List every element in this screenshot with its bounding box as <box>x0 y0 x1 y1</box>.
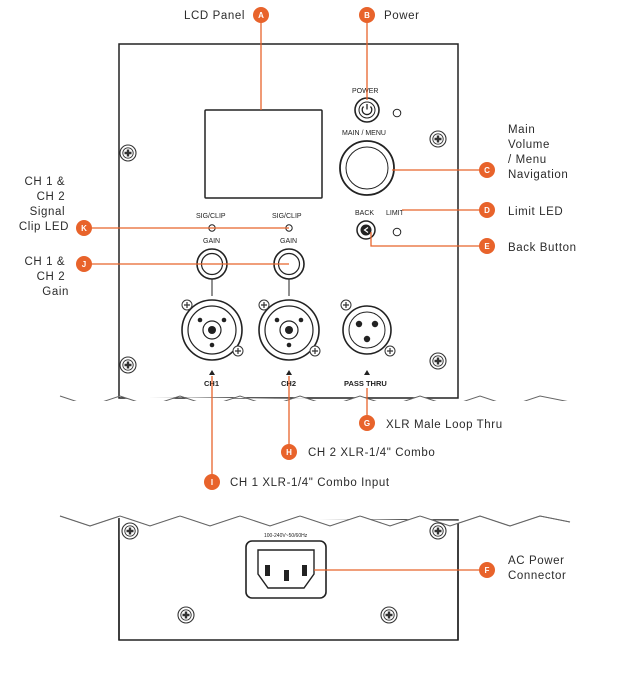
limit-label: LIMIT <box>386 210 405 217</box>
ch1-triangle-icon <box>209 370 215 375</box>
sig-clip-label-ch1: SIG/CLIP <box>196 213 226 220</box>
svg-text:G: G <box>364 419 370 428</box>
jack-screw-icon <box>181 299 193 311</box>
svg-text:E: E <box>484 242 490 251</box>
callout-badge-j: J <box>76 256 92 272</box>
combo-jack-ch1[interactable] <box>181 299 243 361</box>
mounting-screw-icon <box>121 522 139 540</box>
gain-label-ch1: GAIN <box>203 238 220 245</box>
mounting-screw-icon <box>177 606 195 624</box>
ac-power-connector[interactable] <box>245 540 327 599</box>
callout-badge-c: C <box>479 162 495 178</box>
callout-badge-b: B <box>359 7 375 23</box>
mounting-screw-icon <box>119 356 137 374</box>
jack-screw-icon <box>340 299 352 311</box>
svg-text:K: K <box>81 224 87 233</box>
callout-text-back-button: Back Button <box>508 242 577 254</box>
mounting-screw-icon <box>429 130 447 148</box>
main-volume-knob[interactable] <box>339 140 395 196</box>
lcd-panel <box>204 109 323 199</box>
power-button[interactable] <box>354 97 380 123</box>
power-icon <box>361 106 373 116</box>
mounting-screw-icon <box>429 352 447 370</box>
power-label: POWER <box>352 88 378 95</box>
callout-badge-i: I <box>204 474 220 490</box>
callout-text-ac-power: AC Power Connector <box>508 555 568 582</box>
limit-led <box>392 227 402 237</box>
callout-lines <box>84 15 487 571</box>
callout-badge-k: K <box>76 220 92 236</box>
back-arrow-icon <box>363 227 369 233</box>
status-led <box>392 108 402 118</box>
main-menu-label: MAIN / MENU <box>342 130 386 137</box>
svg-text:F: F <box>485 566 490 575</box>
mounting-screw-icon <box>380 606 398 624</box>
callout-badge-e: E <box>479 238 495 254</box>
callout-text-lcd-panel: LCD Panel <box>184 10 245 22</box>
svg-text:J: J <box>82 260 86 269</box>
jack-screw-icon <box>258 299 270 311</box>
pass-thru-label: PASS THRU <box>344 379 387 388</box>
svg-text:H: H <box>286 448 292 457</box>
callout-text-gain: CH 1 & CH 2 Gain <box>25 256 69 298</box>
callout-badge-h: H <box>281 444 297 460</box>
callout-badge-g: G <box>359 415 375 431</box>
callout-text-ch2-combo: CH 2 XLR-1/4" Combo <box>308 447 435 459</box>
pass-thru-triangle-icon <box>364 370 370 375</box>
jack-screw-icon <box>232 345 244 357</box>
svg-text:I: I <box>211 478 213 487</box>
svg-text:C: C <box>484 166 490 175</box>
callout-text-main-volume: Main Volume / Menu Navigation <box>508 124 568 181</box>
svg-text:A: A <box>258 11 264 20</box>
sig-clip-label-ch2: SIG/CLIP <box>272 213 302 220</box>
mounting-screw-icon <box>119 144 137 162</box>
ch2-triangle-icon <box>286 370 292 375</box>
svg-text:D: D <box>484 206 490 215</box>
mounting-screw-icon <box>429 522 447 540</box>
callout-badge-d: D <box>479 202 495 218</box>
callout-text-signal-clip: CH 1 & CH 2 Signal Clip LED <box>19 176 69 233</box>
jack-screw-icon <box>309 345 321 357</box>
callout-text-xlr-loop-thru: XLR Male Loop Thru <box>386 419 503 431</box>
callout-badge-a: A <box>253 7 269 23</box>
svg-text:B: B <box>364 11 370 20</box>
back-label: BACK <box>355 210 374 217</box>
callout-badge-f: F <box>479 562 495 578</box>
callout-text-ch1-combo: CH 1 XLR-1/4" Combo Input <box>230 477 390 489</box>
combo-jack-ch2[interactable] <box>258 299 320 361</box>
callout-text-power: Power <box>384 10 420 22</box>
back-button[interactable] <box>356 220 376 240</box>
jack-screw-icon <box>384 345 396 357</box>
xlr-pass-thru-jack[interactable] <box>342 305 392 355</box>
ac-rating-label: 100-240V~50/60Hz <box>264 533 308 539</box>
gain-label-ch2: GAIN <box>280 238 297 245</box>
callout-text-limit-led: Limit LED <box>508 206 563 218</box>
